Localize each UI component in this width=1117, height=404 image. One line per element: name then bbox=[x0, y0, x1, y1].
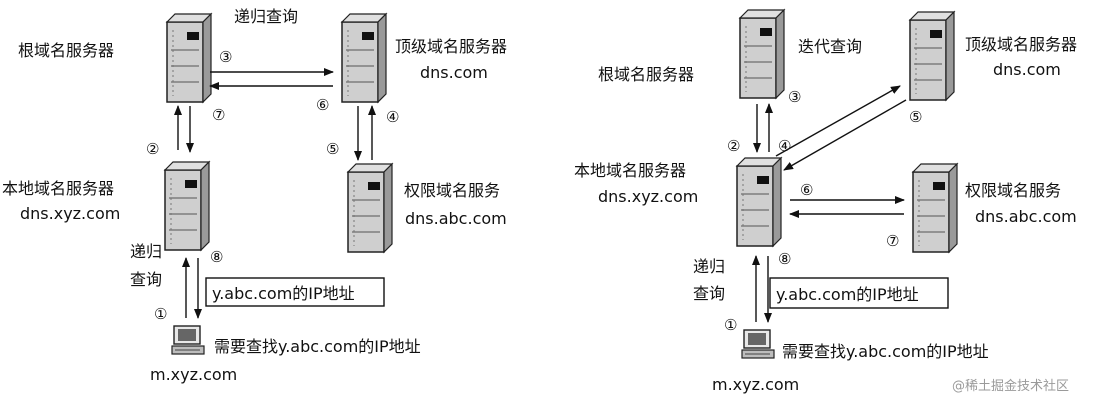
left-auth-label-1: 权限域名服务 bbox=[404, 181, 500, 200]
right-auth-label-1: 权限域名服务 bbox=[965, 181, 1061, 200]
left-local-server-icon bbox=[164, 161, 210, 251]
right-root-label: 根域名服务器 bbox=[598, 65, 694, 84]
right-title: 迭代查询 bbox=[798, 37, 862, 56]
left-step-2: ② bbox=[146, 140, 159, 158]
right-result-box bbox=[769, 277, 949, 309]
right-step-6: ⑥ bbox=[800, 181, 813, 199]
right-local-label-2: dns.xyz.com bbox=[598, 187, 698, 206]
left-host-pc-icon bbox=[171, 325, 205, 355]
right-host-pc-icon bbox=[741, 329, 775, 359]
left-step-8: ⑧ bbox=[210, 248, 223, 266]
left-step-3: ③ bbox=[219, 48, 232, 66]
right-step-5: ⑤ bbox=[909, 108, 922, 126]
left-result-box bbox=[205, 277, 385, 307]
right-arrow-from-tld bbox=[783, 99, 907, 171]
right-tld-label-1: 顶级域名服务器 bbox=[965, 35, 1077, 54]
right-auth-server-icon bbox=[912, 163, 958, 253]
left-root-server-icon bbox=[166, 13, 212, 103]
right-tld-label-2: dns.com bbox=[993, 60, 1061, 79]
right-local-server-icon bbox=[736, 157, 782, 247]
right-auth-label-2: dns.abc.com bbox=[975, 207, 1077, 226]
right-step-2: ② bbox=[727, 137, 740, 155]
right-query-label-2: 查询 bbox=[693, 284, 725, 303]
left-title: 递归查询 bbox=[234, 7, 298, 26]
left-host-label: m.xyz.com bbox=[150, 365, 237, 384]
right-step-8: ⑧ bbox=[778, 250, 791, 268]
right-result-text: y.abc.com的IP地址 bbox=[776, 285, 919, 304]
left-local-label-1: 本地域名服务器 bbox=[2, 179, 114, 198]
left-step-6: ⑥ bbox=[316, 96, 329, 114]
right-root-server-icon bbox=[739, 9, 785, 99]
right-need-text: 需要查找y.abc.com的IP地址 bbox=[782, 342, 989, 361]
left-tld-label-1: 顶级域名服务器 bbox=[395, 37, 507, 56]
left-step-5: ⑤ bbox=[326, 140, 339, 158]
right-query-label-1: 递归 bbox=[693, 257, 725, 276]
right-step-3: ③ bbox=[788, 88, 801, 106]
left-tld-label-2: dns.com bbox=[420, 63, 488, 82]
right-step-4: ④ bbox=[778, 137, 791, 155]
left-step-1: ① bbox=[154, 305, 167, 323]
left-auth-label-2: dns.abc.com bbox=[405, 209, 507, 228]
watermark: @稀土掘金技术社区 bbox=[952, 378, 1069, 394]
left-query-label-1: 递归 bbox=[130, 242, 162, 261]
right-local-label-1: 本地域名服务器 bbox=[574, 161, 686, 180]
left-need-text: 需要查找y.abc.com的IP地址 bbox=[214, 337, 421, 356]
right-diagram: 迭代查询 根域名服务器 顶级域名服务器 dns.com 本地域名服务器 dns.… bbox=[574, 9, 1077, 394]
right-step-1: ① bbox=[724, 316, 737, 334]
left-auth-server-icon bbox=[347, 163, 393, 253]
left-root-label: 根域名服务器 bbox=[18, 41, 114, 60]
left-local-label-2: dns.xyz.com bbox=[20, 204, 120, 223]
right-tld-server-icon bbox=[909, 11, 955, 101]
left-step-7: ⑦ bbox=[212, 106, 225, 124]
right-step-7: ⑦ bbox=[886, 232, 899, 250]
right-host-label: m.xyz.com bbox=[712, 375, 799, 394]
left-step-4: ④ bbox=[386, 108, 399, 126]
right-arrow-to-tld bbox=[775, 85, 901, 157]
left-query-label-2: 查询 bbox=[130, 270, 162, 289]
left-result-text: y.abc.com的IP地址 bbox=[212, 284, 355, 303]
left-diagram: 递归查询 根域名服务器 顶级域名服务器 dns.com 本地域名服务器 dns.… bbox=[2, 7, 507, 384]
left-tld-server-icon bbox=[341, 13, 387, 103]
